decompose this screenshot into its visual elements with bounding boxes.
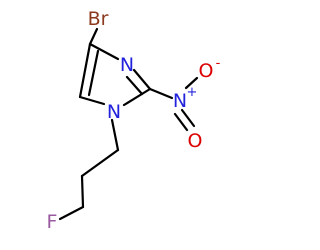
bond-ch2c-f bbox=[58, 205, 85, 221]
oxygen-top-label: O bbox=[199, 60, 214, 82]
bond-ch2a-ch2b bbox=[80, 148, 120, 178]
nitrogen-ring-top-label: N bbox=[120, 54, 134, 76]
bond-c4-c5-double bbox=[87, 49, 100, 97]
nitrogen-nitro-label: N bbox=[173, 90, 187, 112]
bond-n1-ch2a bbox=[110, 118, 120, 152]
bond-nnitro-otop bbox=[184, 76, 199, 90]
bond-c2-nnitro bbox=[148, 87, 174, 100]
bond-c2-n1 bbox=[122, 87, 152, 107]
fluorine-label: F bbox=[47, 211, 58, 233]
bond-c5-n1 bbox=[78, 95, 106, 106]
bond-n3-c2 bbox=[132, 68, 152, 91]
bond-nnitro-obottom bbox=[180, 108, 196, 128]
molecule-structure: Br N N N + O - O F bbox=[47, 8, 221, 233]
bond-nnitro-obottom-double bbox=[173, 112, 189, 132]
atom-labels: Br N N N + O - O F bbox=[47, 8, 221, 233]
bond-n3-c2-double bbox=[125, 75, 144, 96]
bond-c4-br bbox=[88, 27, 99, 46]
nitrogen-ring-bottom-label: N bbox=[107, 101, 121, 123]
bonds bbox=[58, 27, 199, 221]
oxygen-bottom-label: O bbox=[188, 130, 203, 152]
bond-ch2b-ch2c bbox=[80, 174, 85, 209]
oxygen-top-charge: - bbox=[216, 56, 221, 71]
nitrogen-nitro-charge: + bbox=[187, 85, 198, 100]
bond-c4-n3 bbox=[88, 42, 120, 61]
bond-c4-c5 bbox=[78, 42, 92, 99]
bromine-label: Br bbox=[88, 8, 109, 30]
